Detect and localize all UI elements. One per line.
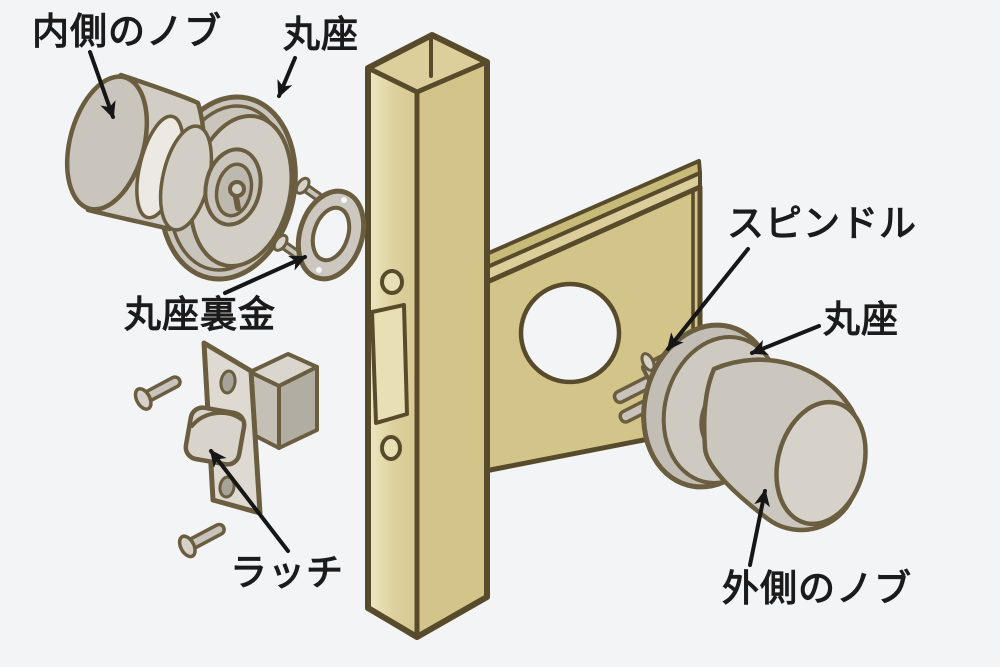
rose-screw-upper-icon xyxy=(294,176,323,202)
latch-screw-lower-icon xyxy=(177,522,226,559)
screw-hole-lower xyxy=(380,435,402,461)
rose-backplate-graphic xyxy=(295,188,367,282)
label-spindle: スピンドル xyxy=(727,202,917,245)
latch-graphic xyxy=(133,340,319,559)
callout-arrows xyxy=(88,50,821,567)
latch-screw-upper-icon xyxy=(133,375,182,411)
inner-knob-graphic xyxy=(64,72,298,282)
label-inner-knob: 内側のノブ xyxy=(32,10,222,53)
spindle-hole-upper xyxy=(380,269,404,295)
arrow-outer-knob xyxy=(748,489,770,567)
door-edge-graphic xyxy=(365,32,490,640)
latch-mortise xyxy=(370,303,409,425)
arrow-latch xyxy=(209,449,290,553)
arrow-rose-top xyxy=(277,56,297,98)
arrow-rose-right xyxy=(750,324,821,355)
outer-knob-graphic xyxy=(612,322,868,533)
label-outer-knob: 外側のノブ xyxy=(722,567,912,610)
keyhole-icon xyxy=(228,180,246,198)
label-rose-top: 丸座 xyxy=(283,13,359,56)
arrow-spindle xyxy=(666,247,750,351)
arrow-inner-knob xyxy=(88,50,116,119)
knob-hole xyxy=(518,281,622,385)
label-rose-backplate: 丸座裏金 xyxy=(124,293,276,336)
label-rose-right: 丸座 xyxy=(823,298,899,341)
arrow-rose-backplate xyxy=(223,255,307,295)
label-latch: ラッチ xyxy=(230,551,344,594)
